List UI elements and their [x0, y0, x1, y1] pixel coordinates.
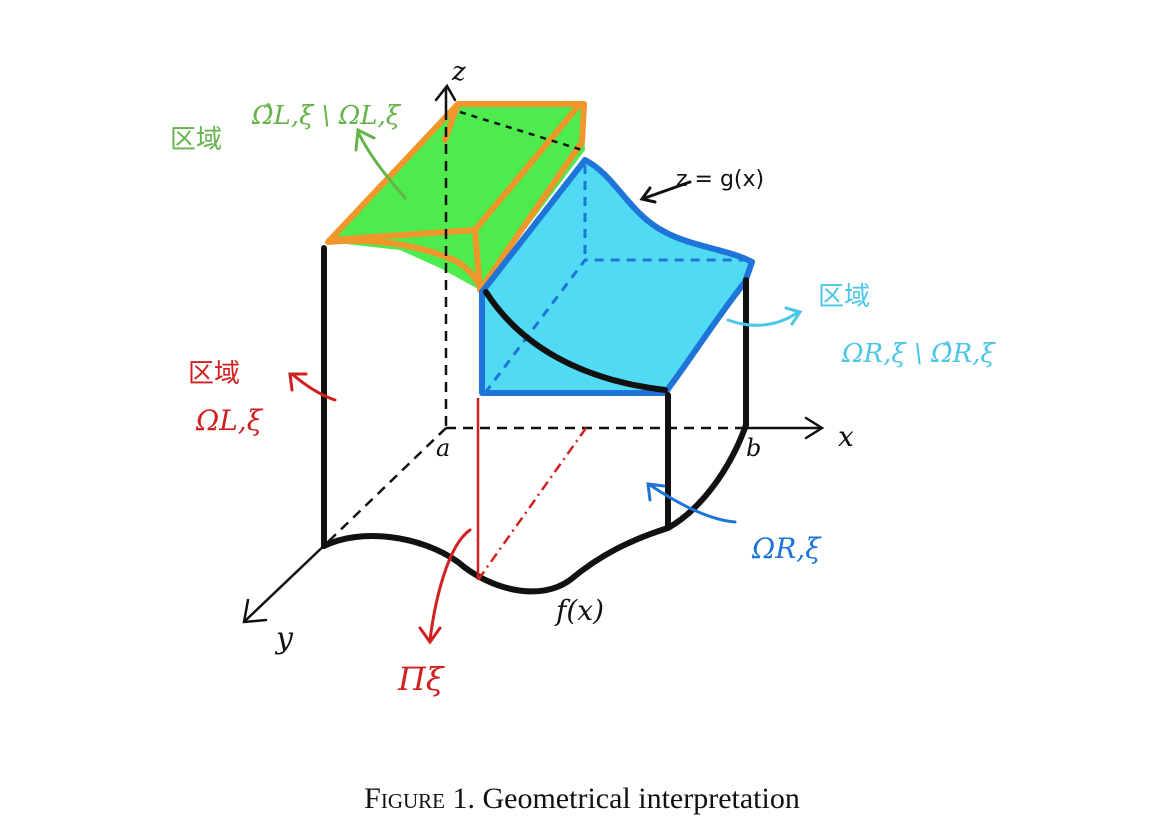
figure-caption: Figure 1. Geometrical interpretation: [0, 782, 1164, 816]
blue-dashed-inner: [483, 165, 752, 395]
blue-region-set: ΩR,ξ: [751, 532, 822, 565]
hidden-lines: [329, 110, 746, 541]
blue-outline: [479, 157, 755, 396]
axes: [242, 83, 825, 624]
b-label: b: [746, 434, 761, 462]
green-region-set: Ω̂L,ξ \ ΩL,ξ: [251, 101, 402, 131]
green-arrow: [354, 127, 407, 200]
caption-figure-number: Figure 1.: [364, 782, 475, 815]
plane-arrow: [418, 528, 472, 645]
orange-top-edge: [327, 237, 485, 294]
x-axis-label: x: [838, 420, 854, 453]
red-region-label: 区域: [188, 359, 240, 389]
cyan-arrow: [726, 306, 803, 327]
y-axis: [244, 538, 332, 622]
curve-f: [321, 525, 671, 595]
cyan-region-set: ΩR,ξ \ Ω̂R,ξ: [841, 339, 996, 369]
a-label: a: [436, 434, 450, 462]
blue-arrow: [646, 482, 737, 524]
g-arrow: [639, 180, 692, 204]
green-region-label: 区域: [170, 125, 222, 155]
y-axis-label: y: [274, 621, 294, 656]
plane-label: Πξ: [397, 660, 445, 698]
plane-lines: [476, 398, 588, 581]
red-region-set: ΩL,ξ: [195, 404, 264, 437]
z-axis-label: z: [451, 57, 466, 87]
cyan-region-label: 区域: [818, 282, 870, 312]
annotation-arrows: [288, 127, 803, 645]
caption-text: Geometrical interpretation: [482, 782, 800, 815]
red-arrow: [288, 372, 337, 402]
f-curve-label: f(x): [554, 594, 604, 627]
cyan-region: [482, 160, 752, 393]
curve-g: [483, 289, 668, 393]
g-curve-label: z = g(x): [676, 167, 764, 192]
